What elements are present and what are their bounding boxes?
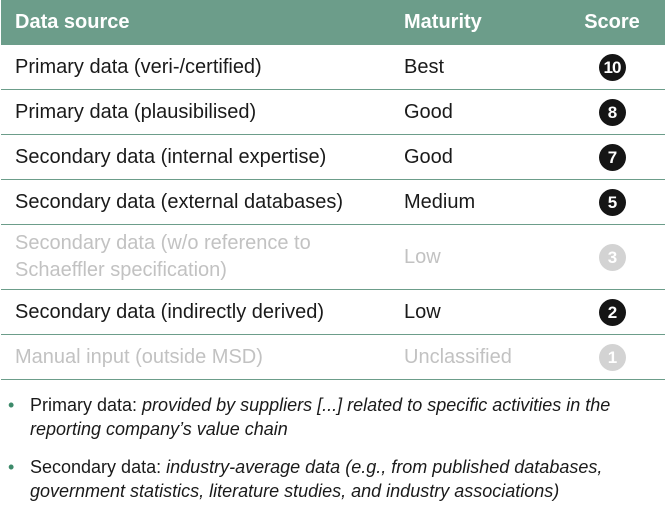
row-score-cell: 3 xyxy=(559,224,665,290)
row-maturity: Low xyxy=(404,224,559,290)
score-badge: 10 xyxy=(598,53,626,81)
score-badge: 7 xyxy=(598,143,626,171)
score-badge: 2 xyxy=(598,298,626,326)
table-row: Secondary data (w/o reference to Schaeff… xyxy=(1,224,665,290)
table-row: Secondary data (internal expertise) Good… xyxy=(1,134,665,180)
row-score-cell: 1 xyxy=(559,334,665,380)
score-badge: 5 xyxy=(598,188,626,216)
table-row: Primary data (plausibilised) Good 8 xyxy=(1,89,665,135)
score-badge: 8 xyxy=(598,98,626,126)
table-row: Secondary data (indirectly derived) Low … xyxy=(1,289,665,335)
row-source: Manual input (outside MSD) xyxy=(1,334,404,380)
row-maturity: Low xyxy=(404,289,559,335)
bullet-icon: • xyxy=(8,395,15,415)
row-score-cell: 8 xyxy=(559,89,665,135)
score-badge: 3 xyxy=(598,243,626,271)
definition-notes: • Primary data: provided by suppliers [..… xyxy=(0,393,666,517)
note-lead: Secondary data: xyxy=(30,457,167,477)
row-source: Secondary data (external databases) xyxy=(1,179,404,225)
row-maturity: Good xyxy=(404,89,559,135)
row-maturity: Medium xyxy=(404,179,559,225)
row-score-cell: 7 xyxy=(559,134,665,180)
table-row: Primary data (veri-/certified) Best 10 xyxy=(1,44,665,90)
score-badge: 1 xyxy=(598,343,626,371)
bullet-icon: • xyxy=(8,457,15,477)
row-score-cell: 5 xyxy=(559,179,665,225)
header-maturity: Maturity xyxy=(404,0,559,45)
note-lead: Primary data: xyxy=(30,395,143,415)
note-definition: industry-average data (e.g., from publis… xyxy=(30,457,603,501)
row-source: Secondary data (internal expertise) xyxy=(1,134,404,180)
header-score: Score xyxy=(559,0,665,45)
row-maturity: Best xyxy=(404,44,559,90)
row-source: Secondary data (w/o reference to Schaeff… xyxy=(1,224,404,290)
row-maturity: Good xyxy=(404,134,559,180)
data-source-table: Data source Maturity Score Primary data … xyxy=(1,0,665,380)
row-source: Primary data (veri-/certified) xyxy=(1,44,404,90)
header-data-source: Data source xyxy=(1,0,404,45)
row-maturity: Unclassified xyxy=(404,334,559,380)
table-row: Manual input (outside MSD) Unclassified … xyxy=(1,334,665,380)
row-score-cell: 2 xyxy=(559,289,665,335)
row-source: Secondary data (indirectly derived) xyxy=(1,289,404,335)
row-source: Primary data (plausibilised) xyxy=(1,89,404,135)
note-secondary-data: • Secondary data: industry-average data (… xyxy=(0,455,666,503)
table-row: Secondary data (external databases) Medi… xyxy=(1,179,665,225)
note-primary-data: • Primary data: provided by suppliers [..… xyxy=(0,393,666,441)
note-definition: provided by suppliers [...] related to s… xyxy=(30,395,611,439)
table-header-row: Data source Maturity Score xyxy=(1,0,665,45)
row-score-cell: 10 xyxy=(559,44,665,90)
